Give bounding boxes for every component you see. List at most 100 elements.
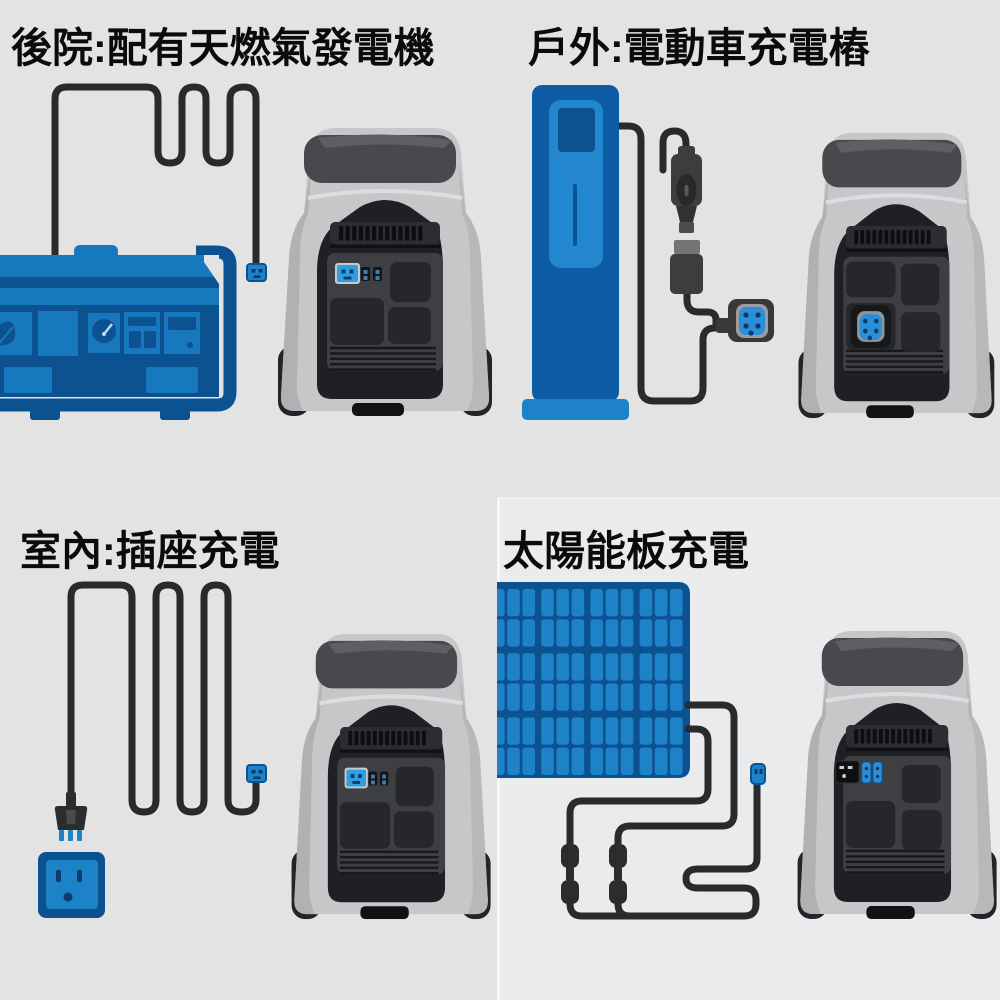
solar-cell [556,589,569,617]
title-indoor-outlet: 室內:插座充電 [20,528,280,574]
compartment [900,312,941,352]
solar-cell [620,683,634,711]
solar-cell [497,747,505,775]
ac-input-port-icon [835,760,860,784]
solar-cable-3 [566,782,761,920]
solar-cells [497,589,683,775]
solar-cell [571,653,585,681]
solar-cell [556,717,569,745]
ac-connector-icon [246,764,267,783]
solar-panel-icon [497,582,690,778]
solar-cell [556,683,569,711]
solar-cell [497,653,505,681]
dc-connector-icon [750,763,766,785]
solar-cell [541,747,554,775]
solar-cell [571,717,585,745]
solar-cell [590,747,603,775]
compartment [339,802,391,849]
gas-generator-icon [0,245,237,420]
adapter-icon [670,240,703,294]
solar-cell [654,589,668,617]
dc-input-port-icon [861,761,883,784]
solar-cell [605,619,619,647]
solar-cell [654,683,668,711]
solar-cell [507,653,520,681]
pillar-base [522,399,629,420]
power-station-icon [276,126,494,416]
power-station-icon [796,131,997,419]
pillar-screen [558,108,595,152]
solar-cell [639,589,653,617]
compartment [846,261,896,298]
station-display-port [346,769,366,787]
solar-cell [556,747,569,775]
scene-backyard-generator [0,83,494,420]
scene-solar [497,582,999,920]
solar-cell [670,619,683,647]
solar-cell [507,717,520,745]
solar-cell [556,653,569,681]
ev-cable [614,122,725,405]
solar-cell [497,619,505,647]
solar-cell [670,747,683,775]
solar-cell [620,589,634,617]
solar-cell [522,683,535,711]
solar-cell [654,653,668,681]
power-station-icon [795,629,999,919]
solar-cell [590,619,603,647]
title-outdoor-ev-charger: 戶外:電動車充電樁 [528,25,870,71]
wall-outlet-icon [38,852,105,918]
small-port-icons [361,267,382,281]
adapter-cable [683,290,720,328]
title-solar-charging: 太陽能板充電 [503,528,749,574]
solar-cell [541,589,554,617]
solar-cell [590,683,603,711]
generator-power-cable [51,83,260,269]
solar-cable-4 [614,898,704,920]
station-display-port [337,265,358,282]
solar-cell [522,717,535,745]
solar-cell [541,683,554,711]
solar-cell [507,619,520,647]
solar-cell [571,589,585,617]
generator-outlet-icon [129,331,141,348]
gauge-icon [92,319,116,343]
compartment [900,263,940,306]
compartment [901,810,942,850]
mc4-connector-icon [609,844,627,904]
outlet-power-cable [67,581,260,816]
plug-pigtail-cable [659,127,690,174]
ev-charging-pillar-icon [522,85,629,420]
solar-cell [590,653,603,681]
solar-cell [497,717,505,745]
generator-frame [0,245,237,412]
scene-indoor-outlet [38,581,493,920]
fuel-tank [4,367,52,393]
solar-cell [620,619,634,647]
compartment [388,307,431,344]
solar-cell [571,747,585,775]
solar-cell [522,747,535,775]
solar-cell [620,653,634,681]
solar-cell [605,683,619,711]
solar-cell [639,653,653,681]
solar-cell [639,683,653,711]
compartment [845,801,896,848]
compartment [901,765,941,803]
solar-cell [620,717,634,745]
small-port-icons [368,771,389,786]
car-charger-plug-icon [671,146,702,233]
solar-cell [639,747,653,775]
solar-cell [522,619,535,647]
solar-cable-1 [614,701,738,849]
solar-cell [571,683,585,711]
solar-cell [507,683,520,711]
compartment [395,766,434,807]
solar-cell [639,717,653,745]
wall-plug-icon [54,792,88,841]
scene-outdoor-ev [522,85,997,420]
ev-charge-port-icon [850,305,891,348]
solar-cell [605,747,619,775]
solar-cell [571,619,585,647]
